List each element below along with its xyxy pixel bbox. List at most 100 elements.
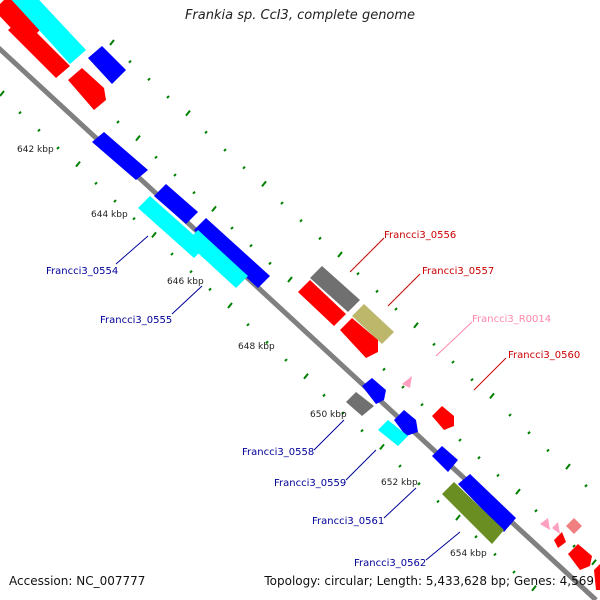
gene-red-arrow-1[interactable] (68, 68, 106, 110)
connector-0561 (383, 487, 417, 519)
connector-0556 (349, 237, 385, 273)
tick-mark (515, 488, 521, 495)
tick-mark (477, 456, 481, 460)
gene-khaki[interactable] (352, 304, 394, 344)
gene-pink-small-2[interactable] (552, 522, 560, 534)
tick-mark (170, 252, 174, 256)
tick-mark (94, 181, 98, 186)
tick-mark (299, 218, 303, 223)
tick-mark (436, 499, 440, 504)
kbp-labels: 642 kbp 644 kbp 646 kbp 648 kbp 650 kbp … (17, 145, 487, 559)
gene-label-0562[interactable]: Francci3_0562 (354, 558, 426, 569)
tick-mark (493, 552, 497, 557)
gene-label-0560[interactable]: Francci3_0560 (508, 350, 580, 361)
gene-blue-topleft[interactable] (88, 46, 126, 84)
tick-mark (223, 148, 227, 152)
kbp-label-648: 648 kbp (238, 342, 275, 352)
kbp-label-652: 652 kbp (381, 478, 418, 488)
gene-label-0561[interactable]: Francci3_0561 (312, 516, 384, 527)
gene-blue-a[interactable] (92, 132, 148, 180)
tick-mark (37, 128, 41, 133)
gene-label-0556[interactable]: Francci3_0556 (384, 230, 456, 241)
tick-mark (151, 231, 157, 238)
tick-mark (417, 482, 421, 486)
tick-mark (451, 360, 455, 364)
gene-pink-small-1[interactable] (540, 518, 550, 530)
gene-label-0555[interactable]: Francci3_0555 (100, 315, 172, 326)
tick-mark (284, 358, 288, 362)
gene-blue-0559[interactable] (394, 410, 418, 436)
connector-0559 (345, 449, 377, 481)
gene-red-0560[interactable] (432, 406, 454, 430)
gene-gray-0558[interactable] (346, 392, 374, 416)
tick-mark (249, 243, 253, 248)
tick-mark (398, 464, 402, 468)
tick-mark (75, 161, 81, 168)
tick-mark (166, 95, 170, 99)
gene-salmon-small[interactable] (566, 518, 582, 534)
tick-mark (135, 135, 141, 142)
tick-mark (474, 535, 478, 539)
gene-olive-0562[interactable] (442, 482, 504, 544)
gene-blue-0561a[interactable] (432, 446, 458, 472)
gene-gray-0556[interactable] (310, 266, 360, 312)
tick-mark (132, 216, 136, 221)
tick-mark (458, 438, 462, 442)
gene-blue-small-1[interactable] (362, 378, 386, 404)
tick-mark (211, 205, 217, 212)
tick-mark (432, 342, 436, 347)
tick-mark (173, 173, 177, 177)
gene-pink-r0014[interactable] (402, 376, 412, 388)
tick-mark (420, 403, 424, 407)
tick-mark (531, 585, 537, 592)
tick-mark (18, 110, 22, 115)
gene-red-br-2[interactable] (568, 544, 592, 570)
gene-red-0557b[interactable] (340, 318, 378, 358)
tick-mark (261, 180, 267, 187)
tick-mark (496, 473, 500, 478)
gene-red-0557a[interactable] (298, 280, 346, 326)
gene-label-r0014[interactable]: Francci3_R0014 (472, 314, 551, 325)
tick-mark (204, 130, 208, 135)
connector-0562 (425, 531, 461, 561)
kbp-label-646: 646 kbp (167, 277, 204, 287)
gene-labels: Francci3_0554 Francci3_0555 Francci3_055… (46, 230, 580, 569)
tick-mark (56, 146, 60, 150)
gene-cyan-0559[interactable] (378, 420, 408, 446)
tick-mark (382, 367, 386, 372)
gene-cyan-0555[interactable] (186, 230, 248, 288)
connector-r0014 (435, 321, 473, 357)
gene-red-small-br1[interactable] (554, 532, 566, 548)
tick-mark (147, 77, 151, 82)
gene-label-0554[interactable]: Francci3_0554 (46, 266, 118, 277)
tick-mark (322, 393, 326, 398)
tick-mark (280, 201, 284, 205)
tick-mark (375, 289, 379, 294)
topology-text: Topology: circular; Length: 5,433,628 bp… (264, 574, 594, 588)
tick-mark (227, 302, 233, 309)
gene-label-0558[interactable]: Francci3_0558 (242, 447, 314, 458)
gene-blue-b[interactable] (154, 184, 198, 224)
tick-mark (379, 443, 385, 451)
kbp-label-644: 644 kbp (91, 210, 128, 220)
gene-cyan-topleft[interactable] (10, 0, 86, 64)
tick-mark (116, 120, 120, 124)
map-title: Frankia sp. CcI3, complete genome (184, 8, 416, 23)
kbp-label-654: 654 kbp (450, 549, 487, 559)
gene-red-br-3[interactable] (594, 560, 600, 590)
tick-mark (360, 429, 364, 433)
connector-0555 (171, 285, 203, 315)
gene-red-topleft-2[interactable] (8, 18, 70, 78)
gene-label-0559[interactable]: Francci3_0559 (274, 478, 346, 489)
gene-blue-0555[interactable] (194, 218, 270, 288)
connector-0560 (473, 357, 507, 391)
tick-mark (512, 570, 516, 574)
tick-mark (591, 559, 597, 566)
gene-label-0557[interactable]: Francci3_0557 (422, 266, 494, 277)
tick-mark (303, 373, 309, 380)
tick-mark (394, 307, 398, 311)
gene-blue-0561b[interactable] (458, 474, 516, 532)
